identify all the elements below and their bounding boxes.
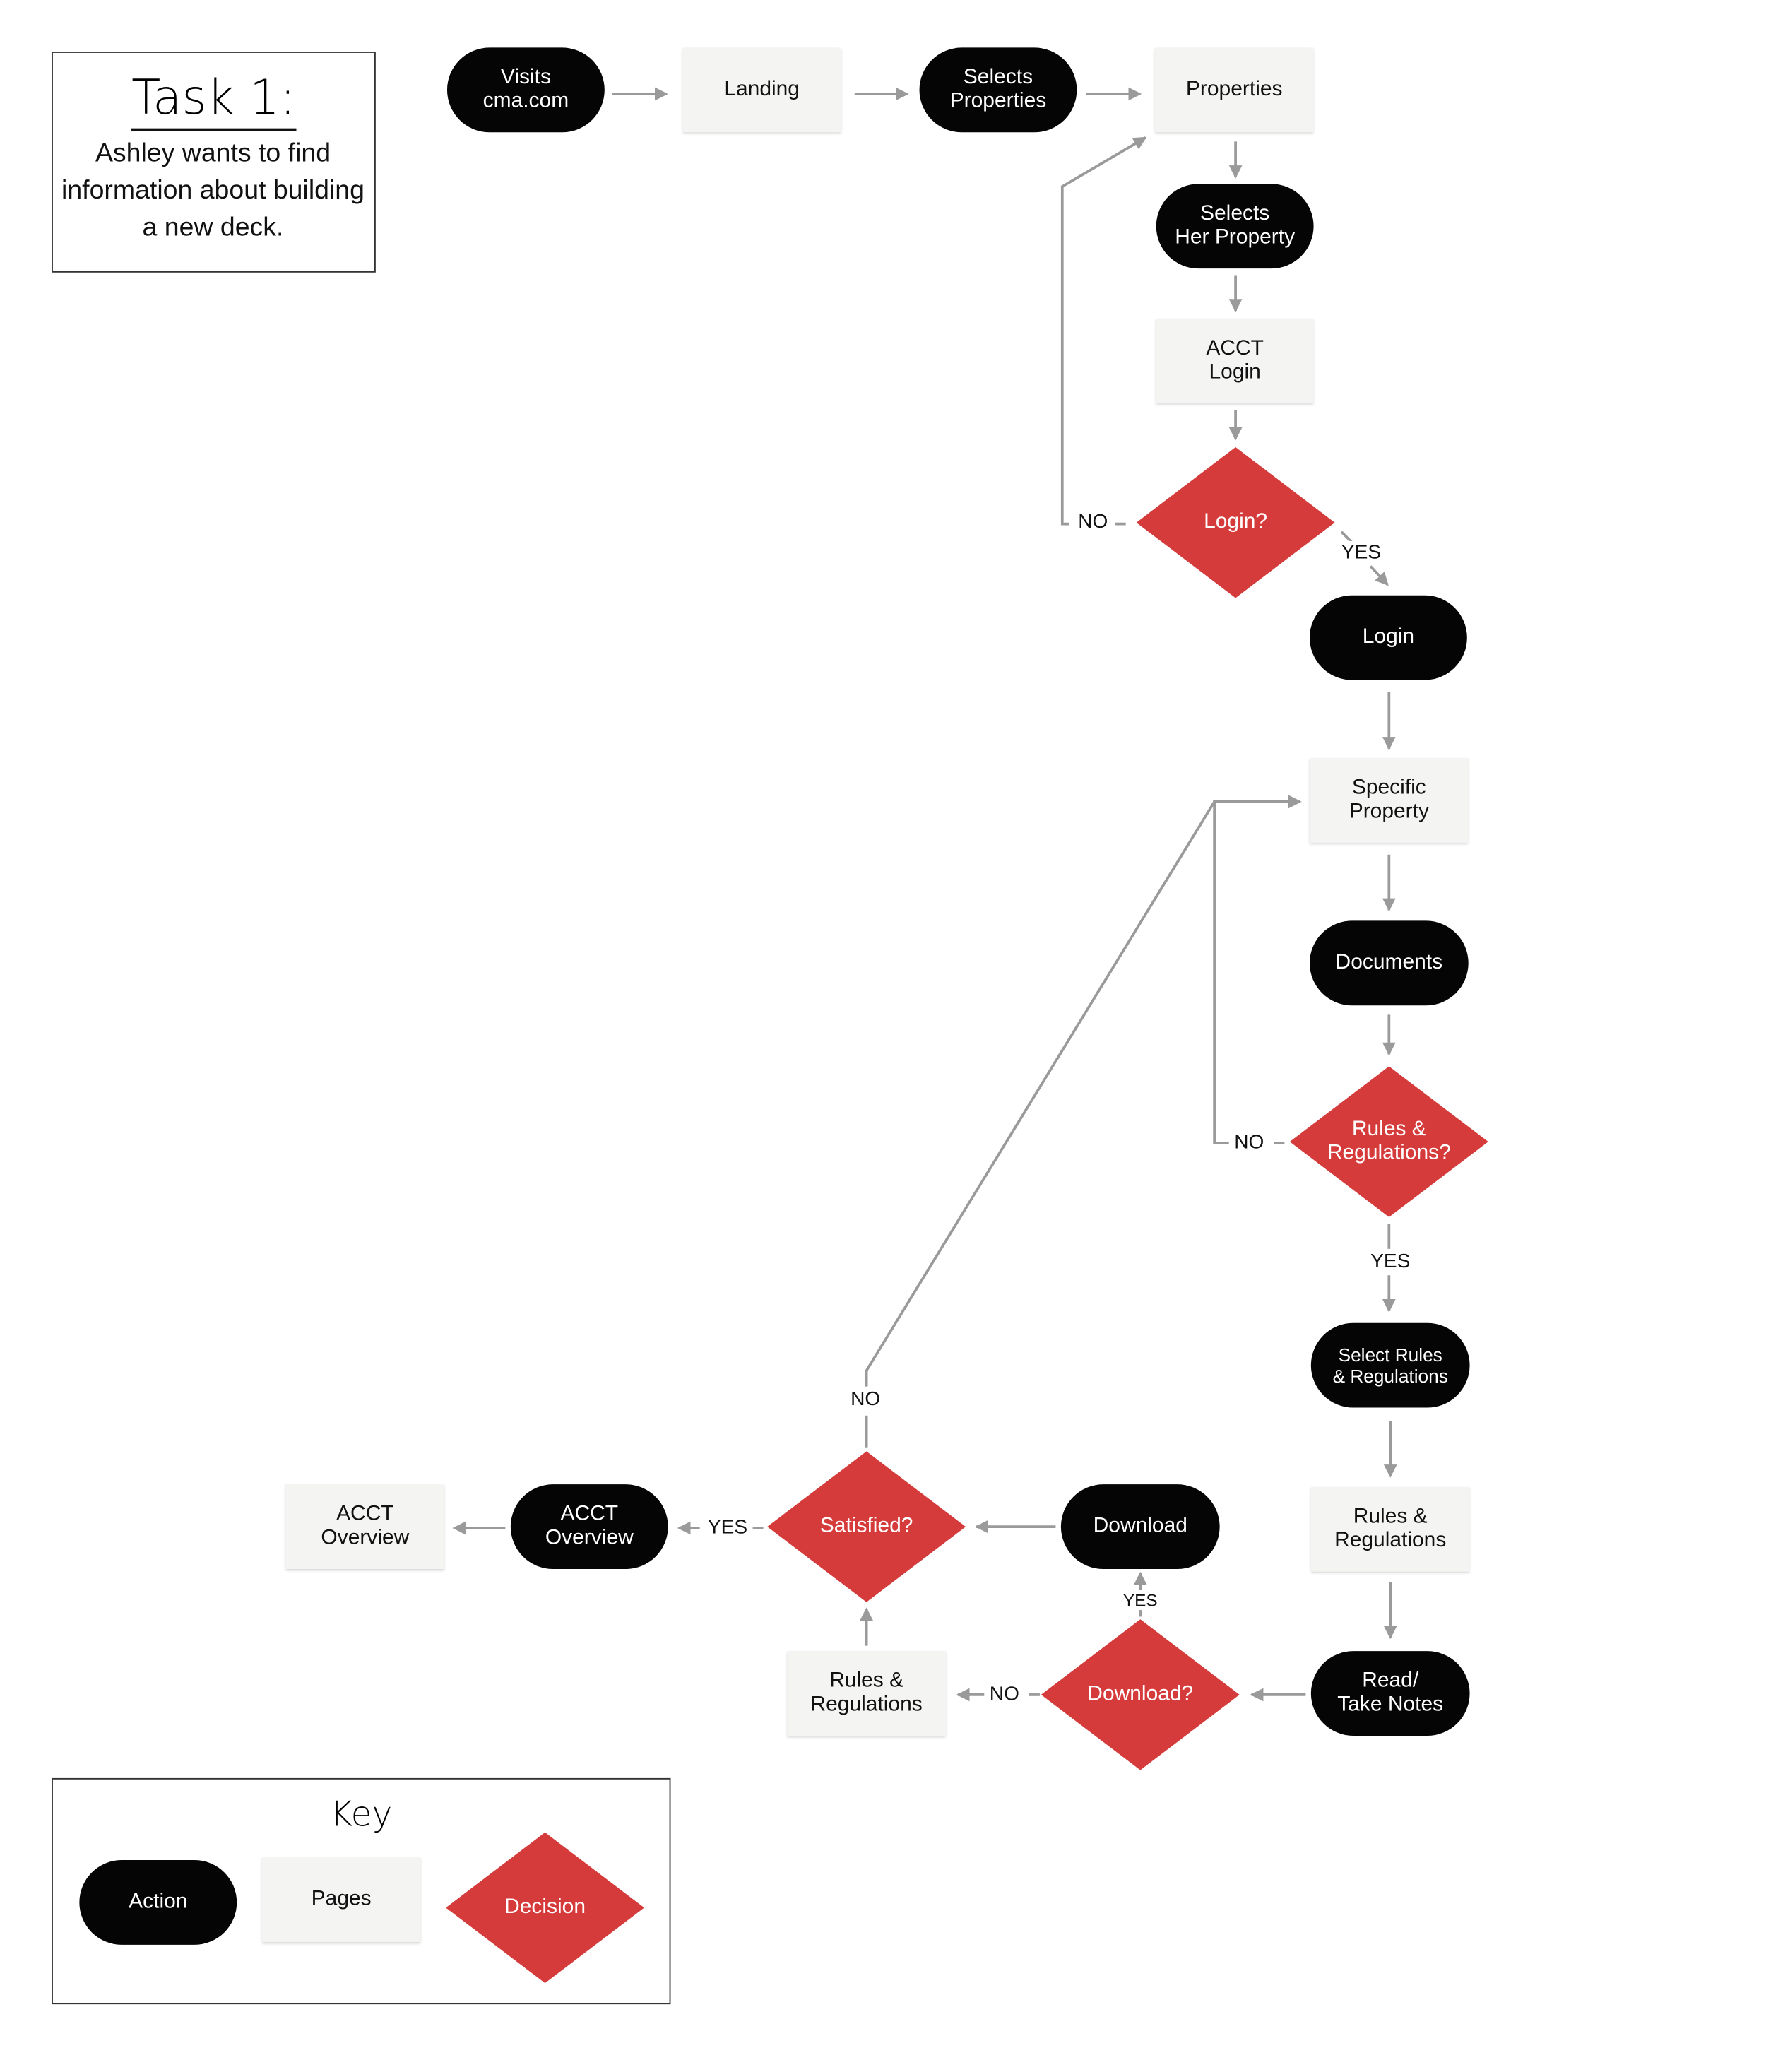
download-action: Download — [1060, 1484, 1220, 1570]
landing-page-node: Landing — [682, 47, 842, 133]
read-take-notes-action: Read/ Take Notes — [1310, 1651, 1470, 1736]
arrow-rules-no-loop — [1213, 795, 1302, 1144]
satisfied-no-label: NO — [848, 1387, 884, 1411]
rules-yes-label: YES — [1368, 1250, 1414, 1273]
rules-decision-label: Rules & Regulations? — [1327, 1117, 1451, 1164]
task-description: Ashley wants to find information about b… — [61, 138, 365, 242]
satisfied-yes-label: YES — [705, 1516, 750, 1539]
task-box: Task 1: Ashley wants to find information… — [52, 52, 376, 273]
acct-login-page-node: ACCT Login — [1156, 319, 1314, 404]
task-title: Task 1: — [53, 71, 374, 131]
login-action: Login — [1309, 595, 1467, 680]
documents-action: Documents — [1309, 920, 1469, 1006]
login-no-label: NO — [1075, 510, 1111, 533]
download-no-label: NO — [987, 1683, 1022, 1705]
rules-regulations-decision: Rules & Regulations? — [1289, 1066, 1488, 1217]
specific-property-page-node: Specific Property — [1309, 758, 1469, 843]
arrow-login-yes — [1369, 565, 1389, 586]
selects-properties-action: Selects Properties — [919, 47, 1077, 133]
arrow-login-no-loop — [1060, 136, 1147, 526]
download-yes-label: YES — [1120, 1589, 1161, 1611]
arrow-satisfied-no-loop — [865, 800, 1216, 1387]
rules-regulations-page-2-node: Rules & Regulations — [787, 1651, 946, 1736]
key-title: Key — [330, 1795, 393, 1835]
properties-page-node: Properties — [1154, 47, 1314, 133]
rules-regulations-page-node: Rules & Regulations — [1310, 1486, 1470, 1572]
key-decision-label: Decision — [504, 1895, 586, 1919]
login-yes-label: YES — [1339, 540, 1384, 564]
key-pages-swatch: Pages — [261, 1857, 421, 1943]
arrow-login-yes-stub — [1340, 531, 1353, 544]
download-decision: Download? — [1041, 1619, 1240, 1770]
visits-cma-action: Visits cma.com — [446, 47, 605, 133]
key-decision-swatch: Decision — [446, 1832, 645, 1984]
login-decision-label: Login? — [1204, 510, 1268, 533]
acct-overview-action: ACCT Overview — [510, 1484, 668, 1570]
key-legend: Key Action Pages Decision — [52, 1777, 671, 2005]
rules-no-label: NO — [1231, 1131, 1267, 1154]
key-action-swatch: Action — [79, 1860, 237, 1945]
acct-overview-page-node: ACCT Overview — [285, 1484, 445, 1570]
satisfied-decision: Satisfied? — [767, 1451, 966, 1602]
login-decision: Login? — [1136, 446, 1335, 598]
select-rules-action: Select Rules & Regulations — [1310, 1322, 1470, 1408]
download-decision-label: Download? — [1087, 1682, 1194, 1705]
selects-her-property-action: Selects Her Property — [1156, 184, 1314, 269]
satisfied-decision-label: Satisfied? — [819, 1514, 913, 1537]
